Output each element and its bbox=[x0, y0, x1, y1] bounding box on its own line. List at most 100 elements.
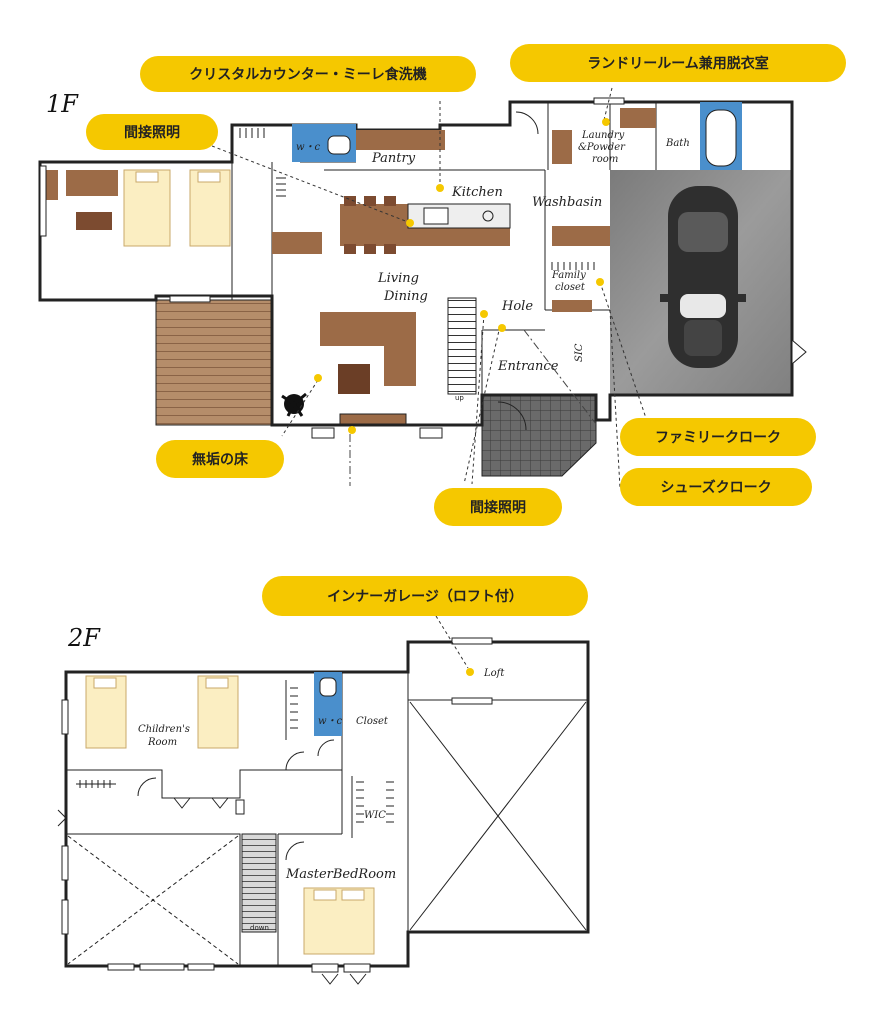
bed bbox=[189, 169, 231, 247]
stair-down-label: down bbox=[250, 924, 269, 932]
label-wc-1f: w・c bbox=[296, 142, 321, 153]
callout-solid-floor: 無垢の床 bbox=[156, 440, 284, 478]
callout-crystal-counter: クリスタルカウンター・ミーレ食洗機 bbox=[140, 56, 476, 92]
floor-label-1f: 1F bbox=[46, 90, 79, 118]
garage-door-marker bbox=[791, 338, 807, 366]
sink-icon bbox=[423, 207, 449, 225]
label-childrens-2: Room bbox=[147, 737, 177, 748]
hanger-marks bbox=[351, 776, 394, 838]
coffee-table bbox=[338, 364, 370, 394]
chair bbox=[344, 244, 356, 254]
label-closet: Closet bbox=[356, 716, 389, 727]
window bbox=[61, 845, 69, 881]
callout-leaders-1f bbox=[211, 87, 651, 489]
hanger-marks bbox=[285, 680, 298, 740]
toilet-icon bbox=[327, 135, 351, 155]
marker-family bbox=[596, 278, 604, 286]
family-closet-shelf bbox=[552, 300, 592, 312]
label-wc-2f: w・c bbox=[318, 716, 343, 727]
window bbox=[107, 963, 135, 971]
tv-board bbox=[339, 413, 407, 425]
window bbox=[187, 963, 215, 971]
label-pantry: Pantry bbox=[371, 151, 416, 166]
hanger-marks bbox=[76, 780, 116, 788]
label-dining: Dining bbox=[383, 289, 428, 304]
callout-shoes-cloak: シューズクローク bbox=[620, 468, 812, 506]
window bbox=[451, 697, 493, 705]
svg-text:間接照明: 間接照明 bbox=[124, 124, 180, 141]
staircase-1f bbox=[447, 297, 477, 395]
svg-text:無垢の床: 無垢の床 bbox=[192, 451, 249, 468]
void-area bbox=[67, 835, 239, 965]
toilet-icon bbox=[319, 677, 337, 697]
hanger-marks bbox=[276, 177, 286, 197]
svg-text:クリスタルカウンター・ミーレ食洗機: クリスタルカウンター・ミーレ食洗機 bbox=[189, 66, 427, 83]
hanger-marks bbox=[239, 128, 265, 138]
window bbox=[235, 799, 245, 815]
window bbox=[343, 963, 371, 973]
pillow bbox=[135, 171, 159, 183]
marker-laundry bbox=[602, 118, 610, 126]
laundry-shelf bbox=[552, 130, 572, 164]
plant-icon bbox=[281, 392, 307, 417]
staircase-2f bbox=[241, 833, 277, 933]
entrance-tile bbox=[481, 394, 597, 477]
label-entrance: Entrance bbox=[497, 359, 559, 374]
door-swing bbox=[137, 739, 335, 861]
label-hole: Hole bbox=[501, 299, 533, 314]
label-laundry-3: room bbox=[592, 154, 618, 165]
chair bbox=[344, 196, 356, 206]
label-laundry-2: &Powder bbox=[578, 142, 626, 153]
door-swing bbox=[497, 111, 539, 431]
stair-up-label: up bbox=[455, 394, 464, 402]
cabinet bbox=[272, 232, 322, 254]
floor-label-2f: 2F bbox=[67, 624, 101, 652]
callout-indirect-light-2: 間接照明 bbox=[434, 488, 562, 526]
marker-island bbox=[406, 219, 414, 227]
callout-indirect-light-1: 間接照明 bbox=[86, 114, 218, 150]
window bbox=[61, 899, 69, 935]
label-wic: WIC bbox=[364, 810, 386, 821]
pillow bbox=[197, 171, 221, 183]
pillow bbox=[93, 677, 117, 689]
section-line bbox=[349, 329, 597, 486]
table bbox=[76, 212, 112, 230]
svg-text:ランドリールーム兼用脱衣室: ランドリールーム兼用脱衣室 bbox=[587, 55, 769, 72]
pillow bbox=[205, 677, 229, 689]
window bbox=[169, 295, 211, 303]
label-living: Living bbox=[377, 271, 419, 286]
label-laundry-1: Laundry bbox=[581, 130, 625, 141]
svg-text:インナーガレージ（ロフト付）: インナーガレージ（ロフト付） bbox=[327, 588, 523, 605]
window bbox=[451, 637, 493, 645]
wood-deck bbox=[155, 299, 273, 426]
label-bath: Bath bbox=[665, 138, 690, 149]
sofa bbox=[66, 170, 118, 196]
chair bbox=[364, 244, 376, 254]
label-kitchen: Kitchen bbox=[451, 185, 503, 200]
pantry-shelf bbox=[355, 130, 445, 150]
window bbox=[39, 165, 47, 237]
svg-text:間接照明: 間接照明 bbox=[470, 499, 526, 516]
label-washbasin: Washbasin bbox=[532, 195, 602, 210]
window bbox=[139, 963, 185, 971]
chair bbox=[384, 196, 396, 206]
callout-inner-garage: インナーガレージ（ロフト付） bbox=[262, 576, 588, 616]
callout-laundry-room: ランドリールーム兼用脱衣室 bbox=[510, 44, 846, 82]
sofa-living bbox=[320, 312, 416, 386]
bed bbox=[85, 675, 127, 749]
window bbox=[419, 427, 443, 439]
window-marker bbox=[57, 809, 367, 985]
stove-icon bbox=[482, 210, 494, 222]
marker-floor bbox=[314, 374, 322, 382]
svg-text:シューズクローク: シューズクローク bbox=[660, 479, 771, 496]
kitchen-island bbox=[407, 203, 511, 229]
chair bbox=[384, 244, 396, 254]
marker-kitchen bbox=[436, 184, 444, 192]
chair bbox=[364, 196, 376, 206]
window bbox=[311, 963, 339, 973]
marker-hole-2 bbox=[498, 324, 506, 332]
window bbox=[61, 699, 69, 735]
label-family-1: Family bbox=[551, 270, 586, 281]
label-sic: SIC bbox=[574, 343, 585, 362]
